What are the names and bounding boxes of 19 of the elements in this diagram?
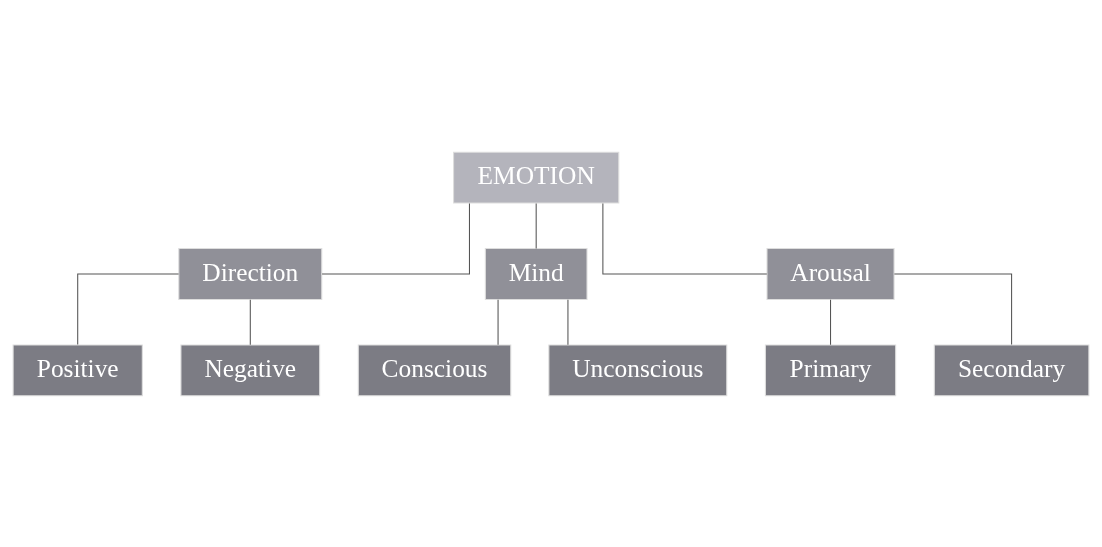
connector <box>77 272 180 345</box>
node-box: Positive <box>12 343 143 396</box>
connector <box>602 202 768 275</box>
connector <box>497 298 499 345</box>
connector <box>830 298 832 345</box>
connector <box>567 298 569 345</box>
node-box: Primary <box>764 343 897 396</box>
connector <box>249 298 251 345</box>
node-box: Mind <box>484 247 588 300</box>
node-box: EMOTION <box>453 151 620 204</box>
node-box: Arousal <box>766 247 895 300</box>
connector <box>321 202 470 275</box>
connector <box>535 202 537 249</box>
node-box: Conscious <box>357 343 512 396</box>
node-box: Direction <box>178 247 323 300</box>
node-box: Unconscious <box>548 343 728 396</box>
connector <box>893 272 1013 345</box>
node-box: Secondary <box>933 343 1090 396</box>
node-box: Negative <box>180 343 321 396</box>
